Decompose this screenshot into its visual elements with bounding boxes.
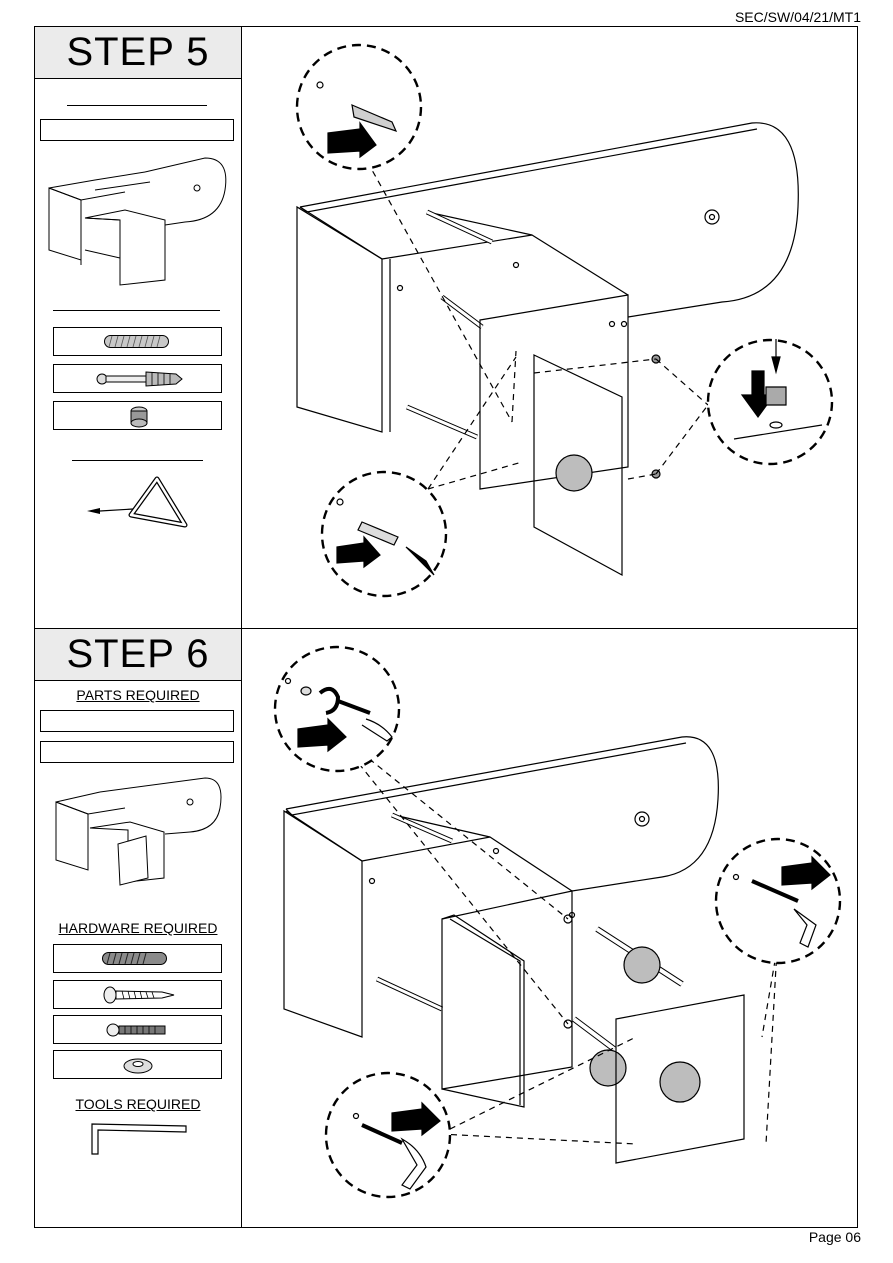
cam-key-tool-icon	[87, 476, 188, 528]
step6-hw-wood-screw	[53, 980, 222, 1009]
allen-key-icon	[91, 1123, 187, 1155]
wood-screw-icon	[103, 986, 175, 1004]
step-divider	[34, 628, 858, 629]
wooden-dowel-icon	[102, 952, 167, 965]
step6-hw-bolt	[53, 1015, 222, 1044]
step5-assembly-diagram	[295, 43, 834, 598]
step6-parts-thumbnail	[55, 777, 222, 886]
washer-icon	[123, 1058, 153, 1074]
step6-hw-washer	[53, 1050, 222, 1079]
step6-part-label-box-1	[40, 710, 234, 732]
step5-parts-heading-rule	[67, 105, 207, 106]
cam-bolt-icon	[96, 371, 183, 387]
step5-title: STEP 5	[35, 27, 241, 79]
document-reference: SEC/SW/04/21/MT1	[734, 9, 861, 25]
step6-hardware-heading: HARDWARE REQUIRED	[58, 920, 218, 936]
sidebar-divider	[241, 26, 242, 1228]
step6-hw-dowel	[53, 944, 222, 973]
step5-hw-dowel	[53, 327, 222, 356]
step5-hw-cam-lock	[53, 401, 222, 430]
step6-tools-heading: TOOLS REQUIRED	[75, 1096, 201, 1112]
step6-assembly-diagram	[273, 645, 842, 1199]
step5-parts-thumbnail	[48, 157, 227, 286]
step6-parts-heading: PARTS REQUIRED	[76, 687, 200, 703]
step5-hardware-heading-rule	[53, 310, 220, 311]
step5-part-label-box	[40, 119, 234, 141]
wooden-dowel-icon	[104, 335, 169, 348]
cam-lock-icon	[130, 406, 148, 428]
instruction-frame	[34, 26, 858, 1228]
page-number: Page 06	[808, 1229, 861, 1245]
bolt-icon	[106, 1023, 166, 1037]
step5-tools-heading-rule	[72, 460, 203, 461]
step5-hw-cam-bolt	[53, 364, 222, 393]
step6-title: STEP 6	[35, 629, 241, 681]
step6-part-label-box-2	[40, 741, 234, 763]
